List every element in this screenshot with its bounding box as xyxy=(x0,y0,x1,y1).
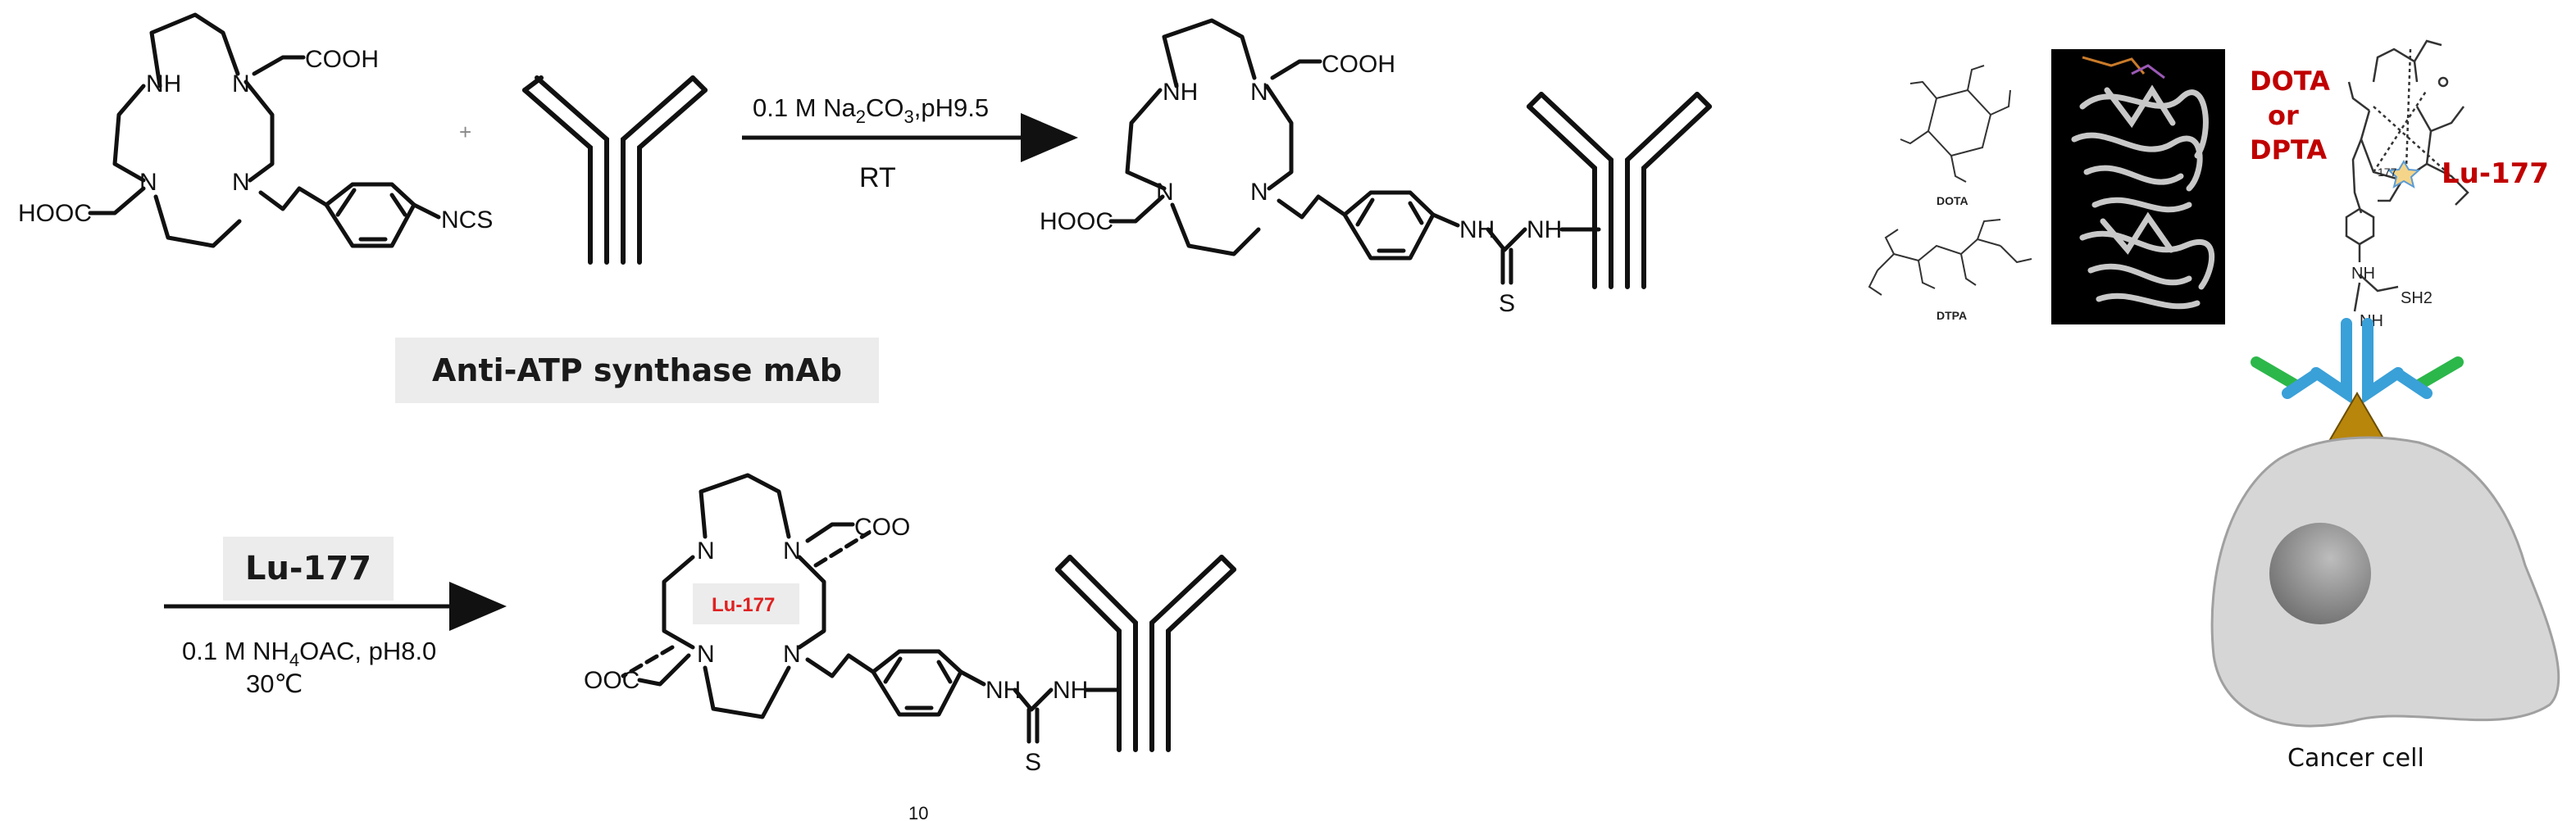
chelator-title-dpta: DPTA xyxy=(2250,134,2328,166)
lu-complex-metal: Lu-177 xyxy=(712,594,775,616)
product1-n-left: N xyxy=(1156,179,1174,206)
reagent1-n-left: N xyxy=(139,169,157,196)
lu-complex-coo-top: COO xyxy=(854,514,910,541)
reagent1-hooc: HOOC xyxy=(18,200,92,227)
page-mark: 10 xyxy=(908,803,928,821)
lu-complex-ooc-left: OOC xyxy=(584,667,639,694)
product1-cooh: COOH xyxy=(1322,51,1395,78)
product1-nh1: NH xyxy=(1459,216,1495,243)
step1-temp: RT xyxy=(859,162,896,193)
reagent1-cooh: COOH xyxy=(305,46,379,73)
lu-complex-structure xyxy=(621,473,1122,744)
ligand-stick xyxy=(2082,56,2146,75)
reagent1-n-top: N xyxy=(232,70,250,98)
protein-structure-image xyxy=(2051,49,2225,324)
lu-complex-n4: N xyxy=(783,641,801,668)
cancer-cell-label: Cancer cell xyxy=(2287,744,2424,773)
product2-nh1: NH xyxy=(985,677,1021,704)
lu-complex-n2: N xyxy=(783,538,801,565)
lu-star-icon xyxy=(2387,160,2421,189)
reagent1-n-right: N xyxy=(232,169,250,196)
lu-complex-n1: N xyxy=(697,538,715,565)
product1-hooc: HOOC xyxy=(1040,208,1113,235)
antibody-icon xyxy=(1527,92,1712,289)
product1-structure xyxy=(1108,18,1601,285)
plus-sign: + xyxy=(459,120,471,144)
dota-ncs-structure xyxy=(88,12,441,248)
panel-sh2: SH2 xyxy=(2401,289,2433,307)
panel-isotope-label: Lu-177 xyxy=(2442,157,2549,190)
dtpa-small-label: DTPA xyxy=(1937,309,1967,322)
antibody-icon xyxy=(522,75,708,265)
step2-temp: 30℃ xyxy=(246,669,303,698)
ligand-stick-2 xyxy=(2131,64,2165,79)
product1-nh2: NH xyxy=(1527,216,1562,243)
cell-nucleus xyxy=(2269,523,2371,624)
isotope-step-label: Lu-177 xyxy=(223,537,394,601)
dota-small-structure xyxy=(1900,65,2011,183)
chelator-title-dota: DOTA xyxy=(2250,66,2330,97)
colored-antibody-icon xyxy=(2251,318,2464,405)
antigen-triangle-icon xyxy=(2327,392,2387,443)
antibody-icon xyxy=(1055,555,1236,752)
cancer-cell-shape xyxy=(2210,436,2560,728)
chelator-title-or: or xyxy=(2268,100,2299,131)
panel-nh: NH xyxy=(2351,265,2375,283)
product1-s: S xyxy=(1499,290,1515,317)
lu-metal-highlight xyxy=(693,583,799,624)
antibody-label: Anti-ATP synthase mAb xyxy=(395,338,879,403)
protein-ribbons xyxy=(2071,84,2215,310)
step2-conditions: 0.1 M NH4OAC, pH8.0 xyxy=(182,637,436,670)
product1-n-top: N xyxy=(1250,79,1268,106)
reagent1-nh: NH xyxy=(146,70,181,98)
product2-s: S xyxy=(1025,749,1041,776)
reagent1-ncs: NCS xyxy=(441,206,493,234)
dtpa-small-structure xyxy=(1868,219,2032,296)
product2-nh2: NH xyxy=(1053,677,1088,704)
step1-conditions: 0.1 M Na2CO3,pH9.5 xyxy=(753,93,989,127)
lu-complex-n3: N xyxy=(697,641,715,668)
product1-nh: NH xyxy=(1163,79,1198,106)
dota-small-label: DOTA xyxy=(1937,194,1968,207)
product1-n-right: N xyxy=(1250,179,1268,206)
lu-mass-number: 177 xyxy=(2378,166,2397,179)
